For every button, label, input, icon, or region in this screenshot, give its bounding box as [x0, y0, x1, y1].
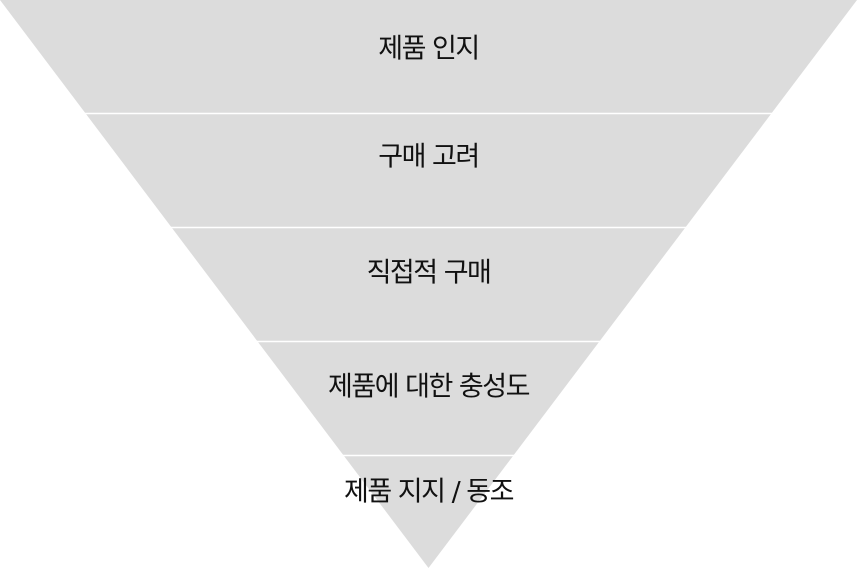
stage-label-purchase: 직접적 구매: [367, 258, 491, 289]
stage-separators: [83, 112, 774, 457]
stage-label-loyalty: 제품에 대한 충성도: [328, 372, 530, 403]
stage-label-advocacy: 제품 지지 / 동조: [344, 477, 514, 508]
stage-label-consideration: 구매 고려: [378, 142, 478, 173]
stage-label-awareness: 제품 인지: [378, 34, 478, 65]
stage-labels: 제품 인지 구매 고려 직접적 구매 제품에 대한 충성도 제품 지지 / 동조: [328, 34, 531, 508]
